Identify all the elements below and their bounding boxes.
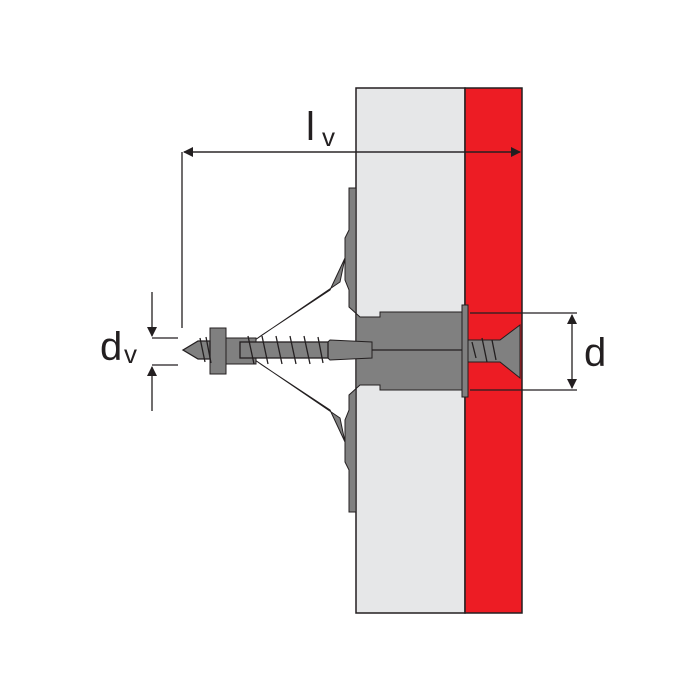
dv-label: d [100, 325, 122, 369]
screw [181, 335, 497, 365]
d-dimension: d [470, 312, 606, 391]
dv-dimension: d v [100, 292, 178, 411]
d-label: d [584, 331, 606, 375]
lv-dimension: l v [181, 105, 521, 328]
lv-subscript: v [322, 122, 335, 152]
dv-subscript: v [124, 339, 137, 369]
lv-label: l [306, 105, 315, 149]
